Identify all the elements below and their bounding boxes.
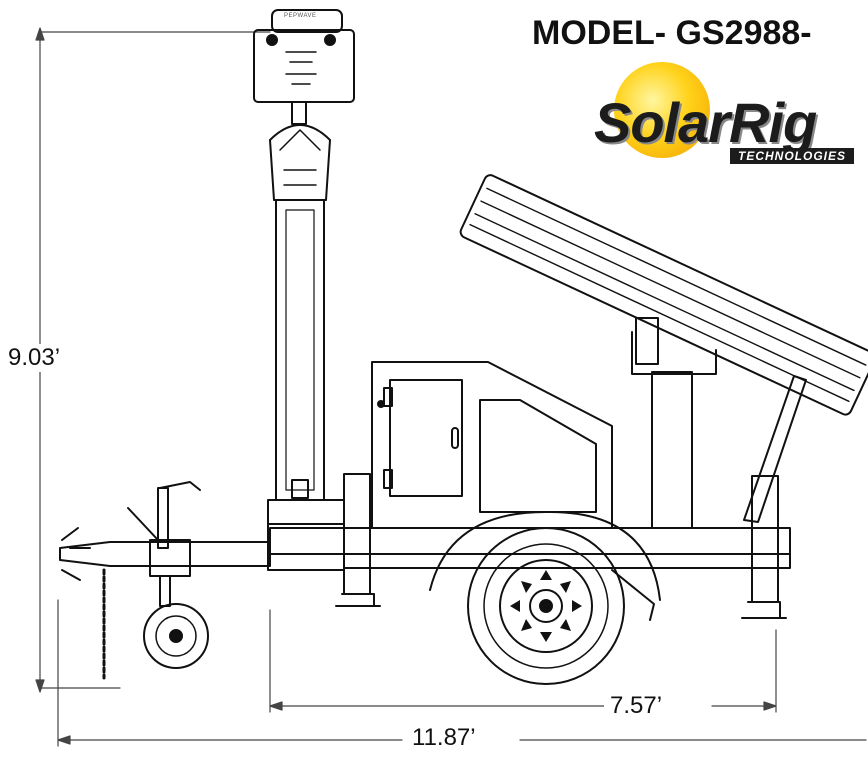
mast-assembly — [253, 9, 355, 571]
tire — [467, 527, 625, 685]
coupler — [61, 527, 91, 581]
tilt-actuator-housing — [635, 317, 659, 365]
front-stabilizer-foot — [335, 593, 381, 607]
model-title: MODEL- GS2988- — [532, 14, 812, 52]
arrow-up-icon — [35, 27, 45, 41]
mast-inner-tube — [285, 209, 315, 491]
jack-wheel — [143, 603, 209, 669]
frame-rail-upper — [269, 527, 791, 555]
jack-handle — [159, 481, 201, 491]
router-brand-label: PEPWAVE — [284, 13, 317, 19]
front-stabilizer-post — [343, 473, 371, 595]
tongue-assembly — [59, 481, 271, 680]
hinge-icon — [383, 387, 393, 407]
arrow-left-icon — [269, 701, 283, 711]
panel-tilt-bracket — [631, 331, 717, 375]
jack-leg — [159, 575, 171, 607]
jack-mount — [149, 539, 191, 577]
enclosure-vent-panel — [479, 399, 597, 513]
door-handle-icon — [451, 427, 459, 449]
fender — [429, 510, 661, 601]
rim-holes — [510, 570, 582, 642]
suspension-arm — [611, 569, 655, 621]
router-dome — [271, 9, 343, 33]
hub — [529, 589, 563, 623]
mast-outer-tube — [275, 199, 325, 501]
rear-stabilizer-post — [751, 475, 779, 603]
mast-base — [267, 499, 345, 525]
rim — [499, 559, 593, 653]
enclosure-door — [389, 379, 463, 497]
bolt-icon — [324, 34, 336, 46]
panel-post — [651, 371, 693, 529]
arrow-left-icon — [57, 735, 71, 745]
wheel-assembly — [429, 510, 661, 685]
solar-panel-assembly — [459, 174, 868, 529]
brand-logo: SolarRig TECHNOLOGIES — [580, 62, 868, 172]
arrow-down-icon — [35, 679, 45, 693]
bolt-icon — [266, 34, 278, 46]
arrow-right-icon — [763, 701, 777, 711]
height-dimension-label: 9.03’ — [2, 344, 67, 372]
dimension-lines — [35, 27, 867, 747]
mast-lock — [291, 479, 309, 499]
axle-dimension-label: 7.57’ — [604, 692, 669, 720]
logo-wordmark: SolarRig — [594, 91, 817, 154]
battery-enclosure — [371, 361, 613, 529]
mast-neck — [291, 101, 307, 125]
sun-icon — [614, 62, 710, 158]
tire-inner — [483, 543, 609, 669]
jack-brace — [127, 507, 159, 541]
logo-tagline: TECHNOLOGIES — [730, 148, 855, 164]
rear-stabilizer-foot — [741, 601, 787, 619]
panel-strut — [743, 375, 807, 523]
enclosure-body — [371, 361, 613, 529]
length-dimension-label: 11.87’ — [406, 724, 482, 752]
tongue-beam — [59, 541, 271, 567]
mast-head — [269, 124, 331, 201]
solar-panel — [459, 174, 868, 416]
router-markings — [285, 51, 317, 85]
hinge-icon — [383, 469, 393, 489]
mast-mount-block — [267, 523, 345, 571]
